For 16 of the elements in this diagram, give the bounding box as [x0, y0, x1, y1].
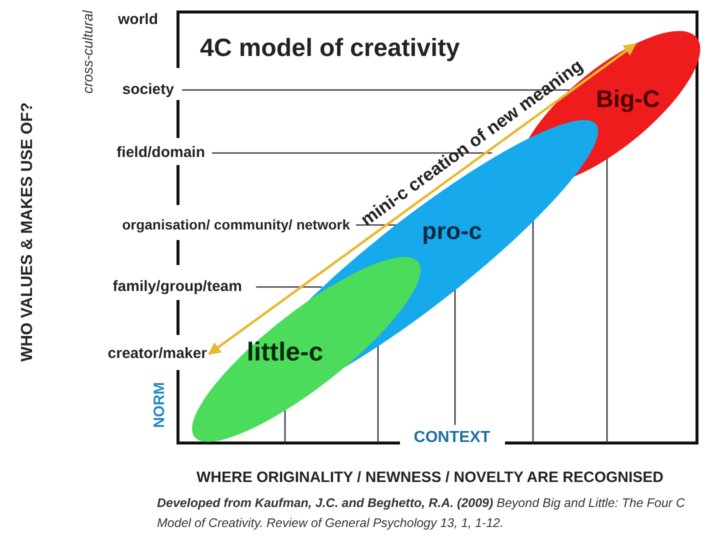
- caption: Developed from Kaufman, J.C. and Beghetto, R.A. (2009) Beyond Big and Little: The Four C Model of Creativity. Review of General Psychology 13, 1, 1-12.: [157, 495, 686, 532]
- region-label: Big-C: [596, 84, 660, 115]
- axis-title: WHERE ORIGINALITY / NEWNESS / NOVELTY ARE RECOGNISED: [196, 468, 664, 488]
- axis-note: cross-cultural: [78, 10, 96, 94]
- region-label: little-c: [246, 335, 324, 368]
- diagram-title: 4C model of creativity: [200, 33, 460, 64]
- level-label: family/group/team: [112, 276, 242, 297]
- level-label: field/domain: [116, 142, 205, 163]
- axis-end-label: NORM: [150, 382, 169, 428]
- region-label: pro-c: [422, 216, 482, 247]
- double-arrow: [208, 42, 636, 356]
- axis-title: WHO VALUES & MAKES USE OF?: [18, 102, 37, 362]
- level-label: organisation/ community/ network: [122, 216, 350, 234]
- level-label: creator/maker: [108, 344, 207, 364]
- level-label: world: [118, 10, 158, 30]
- level-label: society: [122, 80, 174, 100]
